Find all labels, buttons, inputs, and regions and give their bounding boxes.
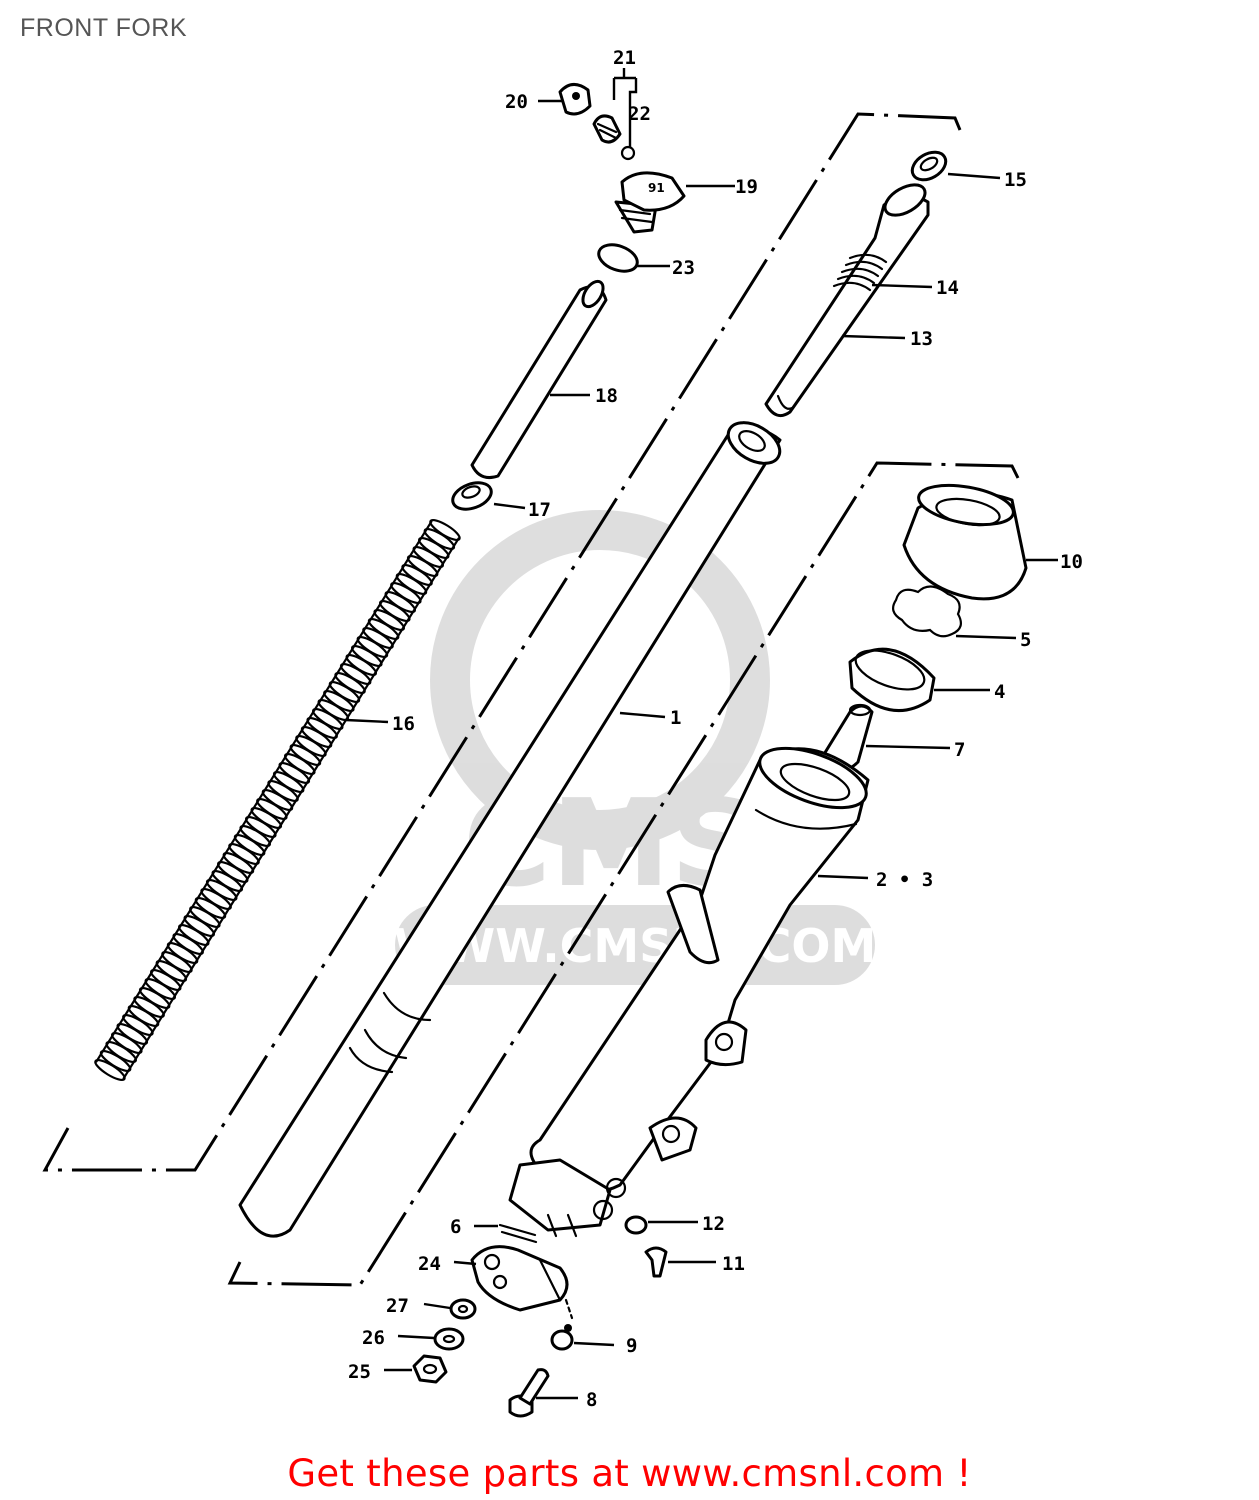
gasket [550,1298,574,1351]
callout-12: 12 [702,1213,725,1235]
callout-23: 23 [672,257,695,279]
callout-15: 15 [1004,169,1027,191]
callout-20: 20 [505,91,528,113]
inner-tube [238,421,782,1238]
leader-lines [345,68,1058,1400]
callout-13: 13 [910,328,933,350]
callout-10: 10 [1060,551,1083,573]
drain-screw [644,1246,668,1278]
spacer-tube [470,279,608,480]
spring-seat [451,481,493,511]
bolt [508,1368,550,1418]
assembly-bracket-upper [42,112,962,1172]
outer-tube [508,746,870,1238]
assembly-bracket-lower [227,461,1020,1287]
callout-18: 18 [595,385,618,407]
callout-25-label: 25 [348,1361,371,1383]
callout-8: 8 [586,1389,597,1411]
svg-text:91: 91 [648,181,665,195]
callout-22: 22 [628,103,651,125]
fork-spring [94,518,461,1082]
callout-7: 7 [954,739,965,761]
callout-21: 21 [613,47,636,69]
axle-holder [470,1245,569,1312]
callout-16: 16 [392,713,415,735]
callout-6-label: 6 [450,1216,461,1238]
spring-coil [94,1058,126,1082]
piston-ring [910,150,948,182]
callout-27-label: 27 [386,1295,409,1317]
page-title: FRONT FORK [20,14,188,42]
callout-5: 5 [1020,629,1031,651]
rebound-spring [832,253,888,292]
callout-numbers: 21 22 20 19 23 15 14 13 18 17 16 1 10 5 … [348,47,1083,1411]
stud-bolt [498,1223,538,1244]
stopper-ring [891,585,963,638]
spring-washer [433,1327,465,1351]
cap-bolt: 91 [614,171,686,234]
callout-19: 19 [735,176,758,198]
callout-14: 14 [936,277,959,299]
air-valve [592,114,622,144]
o-ring [597,243,639,273]
washer [449,1298,477,1320]
callout-17: 17 [528,499,551,521]
damper-rod [764,183,930,418]
drain-gasket [624,1215,648,1235]
small-o-ring [620,145,636,161]
callout-1: 1 [670,707,681,729]
callout-11: 11 [722,1253,745,1275]
dust-boot [902,483,1028,601]
callout-26: 26 [362,1327,385,1349]
oil-seal [848,647,936,713]
nut [412,1354,448,1384]
callout-24: 24 [418,1253,441,1275]
callout-9: 9 [626,1335,637,1357]
callout-4: 4 [994,681,1005,703]
callout-2-3: 2 • 3 [876,869,933,891]
air-valve-cap [558,83,592,116]
cta-link[interactable]: Get these parts at www.cmsnl.com ! [287,1452,972,1495]
